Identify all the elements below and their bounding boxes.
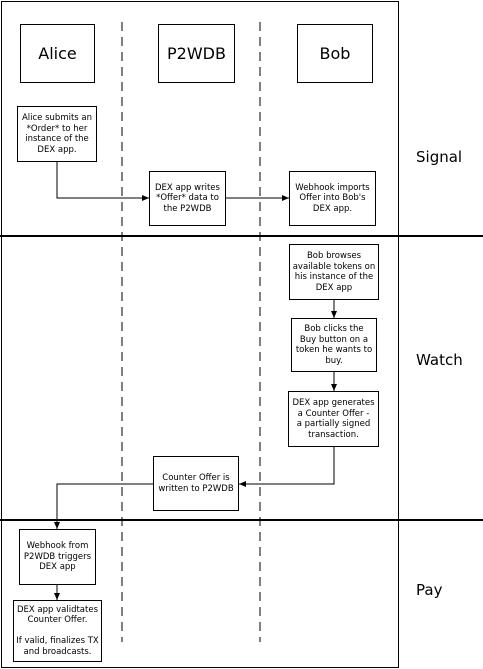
step-bob-clicks-buy: Bob clicks the Buy button on a token he … bbox=[291, 318, 377, 372]
arrow-submit-to-offer bbox=[56, 162, 149, 201]
step-counter-offer-written: Counter Offer is written to P2WDB bbox=[153, 456, 239, 511]
step-dex-writes-offer: DEX app writes *Offer* data to the P2WDB bbox=[149, 171, 226, 226]
arrow-generate-to-written bbox=[239, 447, 335, 487]
arrow-written-to-trigger bbox=[54, 483, 153, 529]
actor-bob: Bob bbox=[297, 24, 373, 83]
phase-label-pay: Pay bbox=[416, 581, 443, 599]
step-bob-browses-tokens: Bob browses available tokens on his inst… bbox=[289, 244, 379, 300]
actor-alice: Alice bbox=[20, 24, 95, 83]
phase-label-watch: Watch bbox=[416, 351, 463, 369]
phase-label-signal: Signal bbox=[416, 148, 463, 166]
diagram-frame bbox=[1, 1, 399, 668]
step-dex-generates-counter-offer: DEX app generates a Counter Offer - a pa… bbox=[288, 391, 379, 447]
step-webhook-imports-offer: Webhook imports Offer into Bob's DEX app… bbox=[289, 171, 376, 226]
step-alice-submits-order: Alice submits an *Order* to her instance… bbox=[17, 106, 97, 162]
step-webhook-triggers-dex: Webhook from P2WDB triggers DEX app bbox=[19, 529, 96, 585]
step-dex-validates-counter-offer: DEX app validtates Counter Offer. If val… bbox=[13, 600, 102, 662]
actor-p2wdb: P2WDB bbox=[158, 24, 235, 83]
